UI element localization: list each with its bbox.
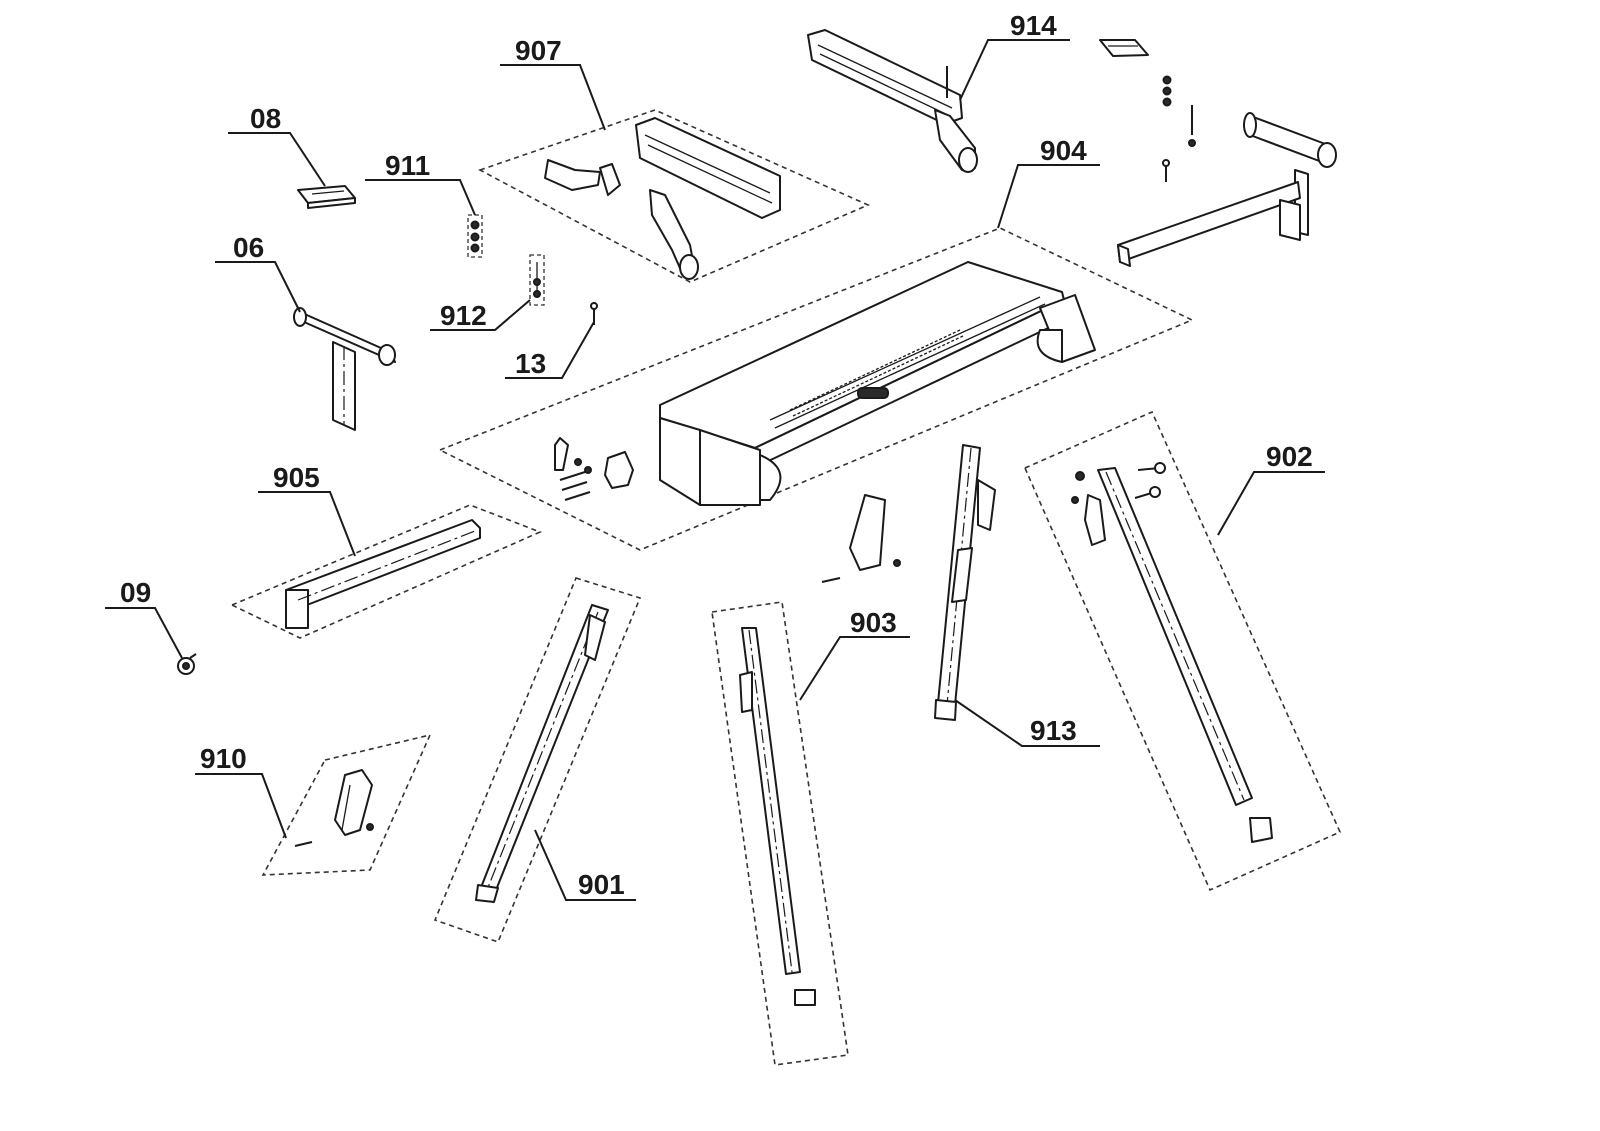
part-904-main-beam (554, 261, 1096, 506)
callout-label-901: 901 (578, 869, 625, 900)
part-09-knob (177, 653, 197, 675)
callout-label-904: 904 (1040, 135, 1087, 166)
part-top-right-hardware (1162, 75, 1196, 182)
part-903-leg (739, 494, 901, 1006)
part-902-leg (1071, 462, 1273, 843)
callout-label-912: 912 (440, 300, 487, 331)
callout-label-914: 914 (1010, 10, 1057, 41)
callout-label-913: 913 (1030, 715, 1077, 746)
part-06-roller-support (293, 307, 396, 431)
group-box-910 (261, 733, 432, 876)
part-912-bolt-set (529, 254, 545, 306)
callout-label-910: 910 (200, 743, 247, 774)
group-box-903 (711, 601, 849, 1066)
part-top-right-slide-plate (1099, 39, 1149, 57)
callout-label-905: 905 (273, 462, 320, 493)
group-box-902 (1023, 410, 1342, 892)
part-914-clamp-arm (807, 29, 978, 173)
part-13-screw (590, 302, 598, 325)
part-904-grid-pattern (789, 329, 964, 417)
part-913-leg (934, 444, 996, 721)
callout-label-06: 06 (233, 232, 264, 263)
group-box-907 (478, 109, 870, 283)
callout-leaders (105, 39, 1325, 901)
part-08-slide-plate (297, 185, 356, 209)
part-901-leg (475, 604, 609, 903)
callout-label-08: 08 (250, 103, 281, 134)
part-907-clamp-arm (544, 117, 781, 280)
part-911-screw-set (467, 214, 483, 258)
callout-label-907: 907 (515, 35, 562, 66)
callout-label-09: 09 (120, 577, 151, 608)
callout-label-903: 903 (850, 607, 897, 638)
callout-label-911: 911 (385, 150, 430, 181)
part-905-crossbar (285, 519, 481, 629)
group-box-905 (230, 504, 543, 639)
part-910-hinge-bracket (294, 769, 374, 847)
part-904-hardware (554, 437, 634, 501)
callout-label-13: 13 (515, 348, 546, 379)
callout-label-902: 902 (1266, 441, 1313, 472)
group-box-904 (438, 227, 1194, 551)
part-top-right-roller-support (1117, 112, 1337, 267)
